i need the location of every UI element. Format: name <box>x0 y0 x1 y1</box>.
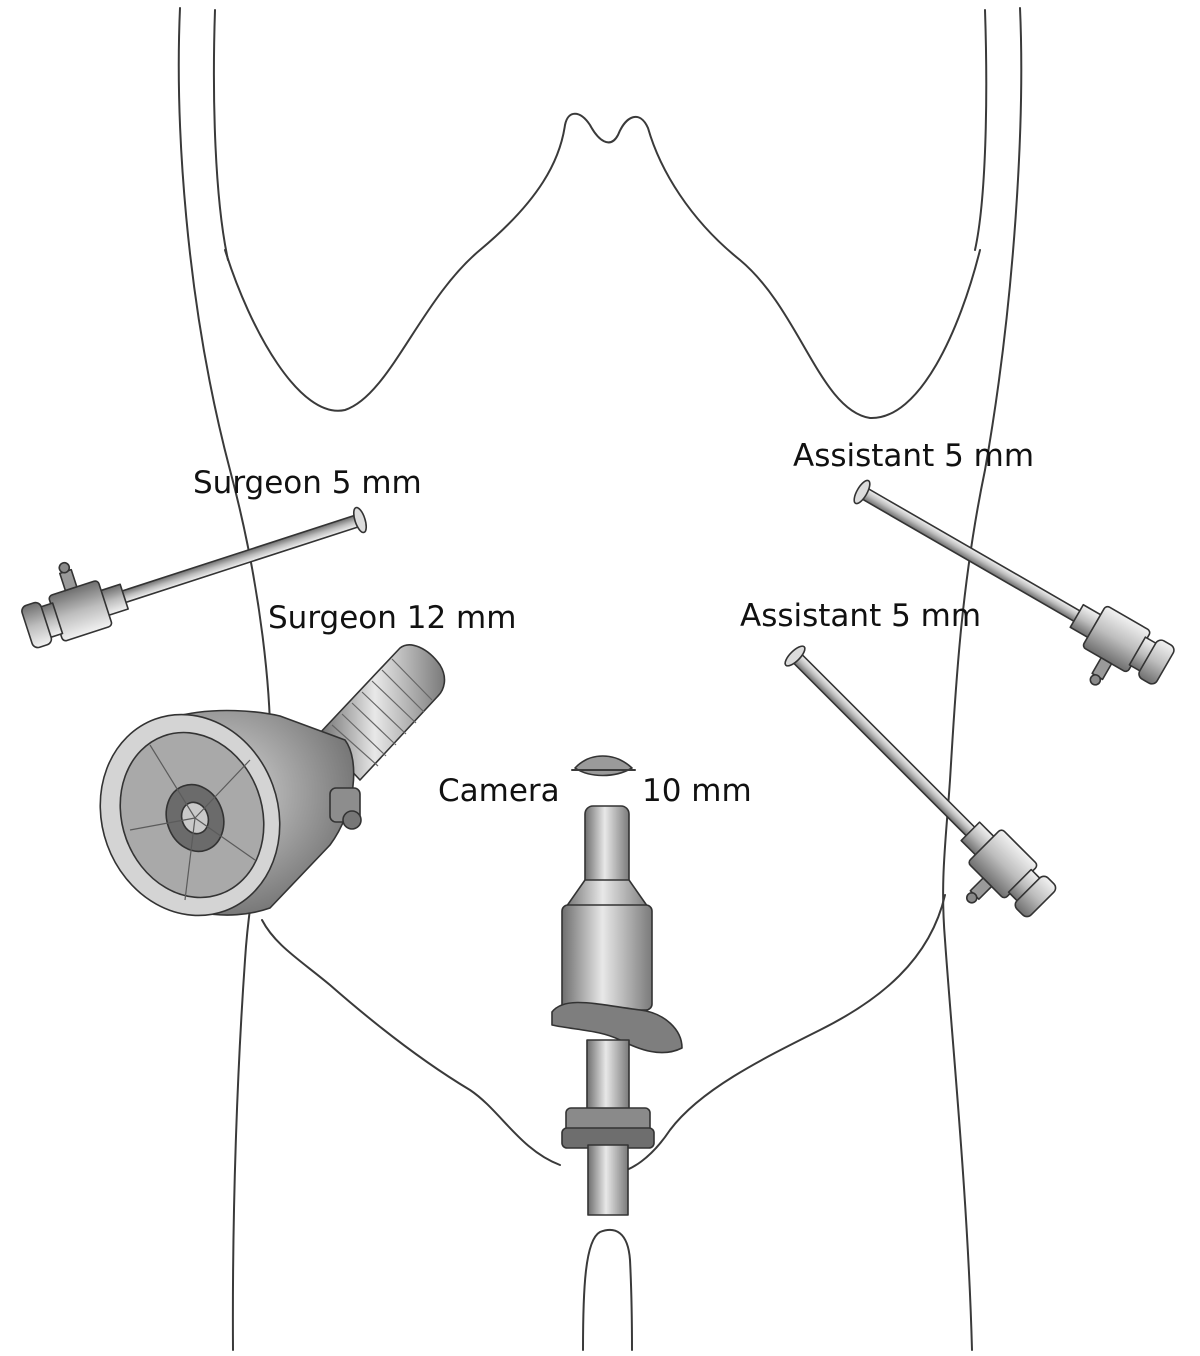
surgeon-5mm-label: Surgeon 5 mm <box>193 465 422 501</box>
assistant-5mm-upper-label: Assistant 5 mm <box>793 438 1034 474</box>
camera-eye-icon <box>574 755 633 777</box>
right-torso-line <box>942 7 1023 1351</box>
camera-size-label: 10 mm <box>642 773 752 809</box>
crotch-line <box>582 1228 633 1351</box>
left-arm-inner-line <box>212 9 229 261</box>
right-groin-line <box>619 894 946 1173</box>
left-torso-line <box>177 7 272 1351</box>
left-groin-line <box>261 919 561 1166</box>
surgeon-12mm-trocar-icon <box>99 644 446 917</box>
surgeon-12mm-label: Surgeon 12 mm <box>268 600 516 636</box>
camera-label: Camera <box>438 773 560 809</box>
camera-port-icon <box>551 755 683 1216</box>
assistant-5mm-lower-label: Assistant 5 mm <box>740 598 981 634</box>
right-arm-inner-line <box>974 9 988 251</box>
assistant-5mm-lower-trocar-icon <box>754 634 1061 941</box>
costal-margin-line <box>224 112 981 420</box>
assistant-5mm-upper-trocar-icon <box>831 467 1178 712</box>
